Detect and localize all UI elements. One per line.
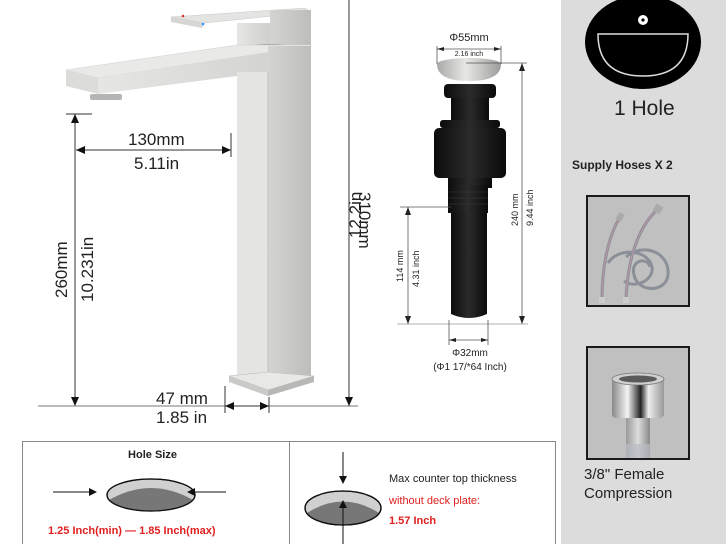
supply-hoses-label: Supply Hoses X 2	[572, 158, 673, 172]
cap-diameter-in: 2.16 inch	[454, 51, 484, 58]
faucet-illustration	[38, 0, 358, 413]
hole-size-range: 1.25 Inch(min) — 1.85 Inch(max)	[48, 525, 216, 537]
counter-thickness-label: Max counter top thickness	[389, 473, 517, 485]
compression-fitting-photo	[586, 346, 690, 460]
connector-type-line1: 3/8" Female	[584, 466, 665, 483]
supply-hoses-photo	[586, 195, 690, 307]
hole-diagrams	[53, 452, 382, 544]
panel-divider	[289, 441, 290, 544]
pop-up-drain-illustration	[397, 46, 528, 345]
hole-size-diagram	[53, 478, 226, 512]
base-width-in: 1.85 in	[156, 408, 208, 427]
counter-thickness-value: 1.57 Inch	[389, 515, 437, 527]
hole-count-label: 1 Hole	[614, 97, 675, 120]
pipe-diameter-in: (Φ1 17/*64 Inch)	[433, 362, 507, 373]
connector-type-line2: Compression	[584, 485, 673, 502]
accessories-sidebar: 1 Hole Supply Hoses X 2	[561, 0, 726, 544]
cap-diameter-mm: Φ55mm	[449, 32, 489, 44]
base-width-mm: 47 mm	[156, 389, 208, 408]
single-hole-sink-icon	[585, 0, 701, 89]
female-compression-fitting-icon	[611, 372, 665, 458]
pipe-diameter-mm: Φ32mm	[452, 348, 488, 359]
counter-thickness-diagram	[304, 452, 382, 544]
counter-thickness-condition: without deck plate:	[389, 495, 481, 507]
braided-hose-icon	[599, 203, 670, 303]
spout-reach-mm: 130mm	[128, 130, 185, 149]
hole-size-title: Hole Size	[128, 449, 177, 461]
spout-reach-in: 5.11in	[134, 154, 180, 173]
